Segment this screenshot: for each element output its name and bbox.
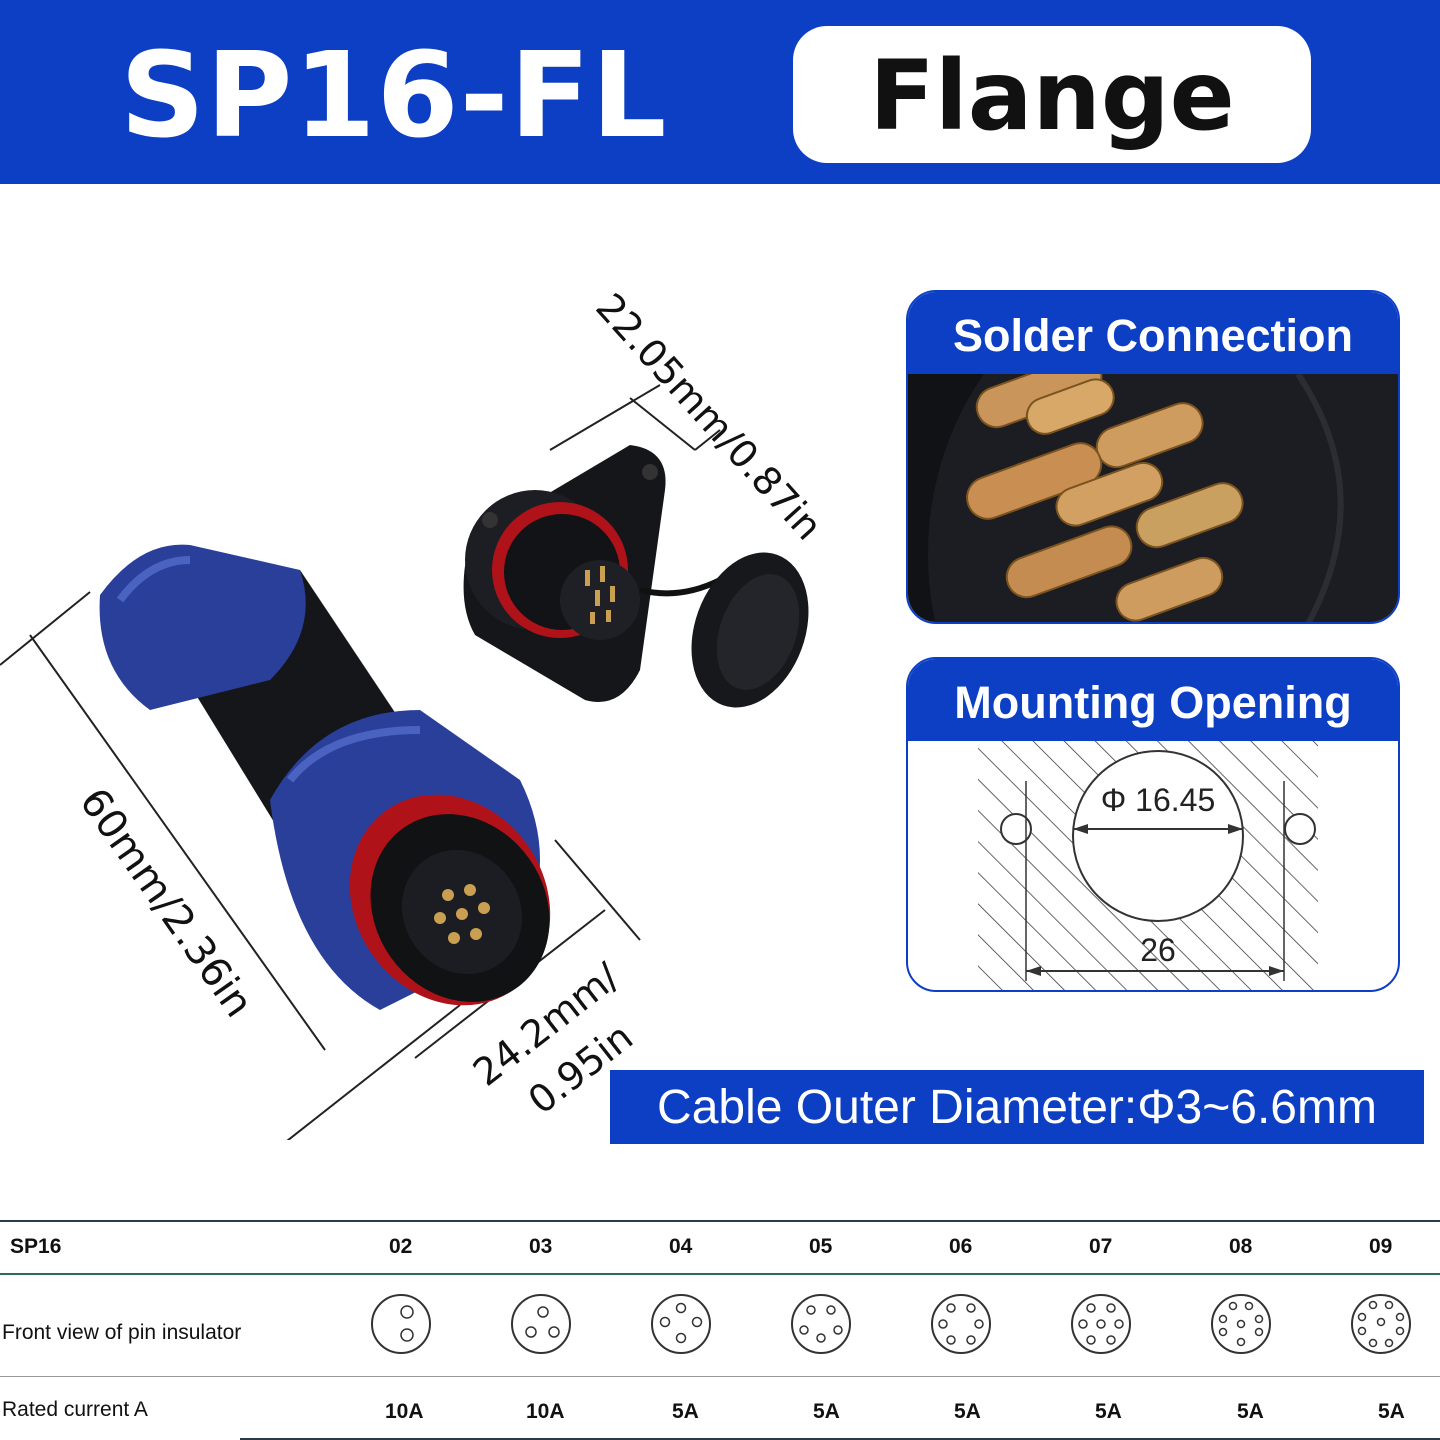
row-label-current: Rated current A [2,1398,148,1421]
hole-diameter-label: Φ 16.45 [1101,782,1216,818]
mounting-opening-panel: Mounting Opening Φ 16.45 26 [906,657,1400,992]
pin-diagram-04 [651,1294,711,1354]
table-col-05: 05 [809,1235,833,1258]
table-col-04: 04 [669,1235,693,1258]
header-banner: SP16-FL Flange [0,0,1440,184]
current-08: 5A [1237,1400,1264,1423]
solder-connection-panel: Solder Connection [906,290,1400,624]
plug-pins [434,884,490,944]
pin-diagram-09 [1351,1294,1411,1354]
flange-socket [463,445,809,708]
hole-spacing-label: 26 [1140,932,1176,968]
current-04: 5A [672,1400,699,1423]
mounting-opening-title: Mounting Opening [908,659,1398,741]
table-border-top [0,1220,1440,1222]
table-series-header: SP16 [10,1235,62,1258]
pin-diagram-06 [931,1294,991,1354]
current-02: 10A [385,1400,424,1423]
socket-pins [585,566,615,624]
current-07: 5A [1095,1400,1122,1423]
pin-diagram-03 [511,1294,571,1354]
table-col-06: 06 [949,1235,973,1258]
table-col-08: 08 [1229,1235,1253,1258]
row-label-pins: Front view of pin insulator [2,1321,242,1344]
table-col-07: 07 [1089,1235,1113,1258]
cable-plug [99,544,551,1010]
pin-diagram-07 [1071,1294,1131,1354]
flange-badge-label: Flange [869,40,1235,152]
product-title: SP16-FL [120,26,668,164]
table-border-middle [0,1376,1440,1377]
current-06: 5A [954,1400,981,1423]
spec-table: SP16 Front view of pin insulator Rated c… [0,1216,1440,1440]
flange-badge: Flange [793,26,1311,163]
table-col-02: 02 [389,1235,413,1258]
pin-diagram-02 [371,1294,431,1354]
table-col-09: 09 [1369,1235,1393,1258]
cable-diameter-banner: Cable Outer Diameter:Φ3~6.6mm [610,1070,1424,1144]
table-border-header [0,1273,1440,1275]
solder-cups-photo [908,374,1398,622]
current-03: 10A [526,1400,565,1423]
pin-diagram-05 [791,1294,851,1354]
pin-diagram-08 [1211,1294,1271,1354]
current-05: 5A [813,1400,840,1423]
mounting-drawing: Φ 16.45 26 [978,741,1318,990]
table-col-03: 03 [529,1235,553,1258]
current-09: 5A [1378,1400,1405,1423]
solder-connection-title: Solder Connection [908,292,1398,374]
connector-illustration [0,384,809,1140]
table-border-bottom [240,1438,1440,1440]
solder-cups [966,374,1244,622]
